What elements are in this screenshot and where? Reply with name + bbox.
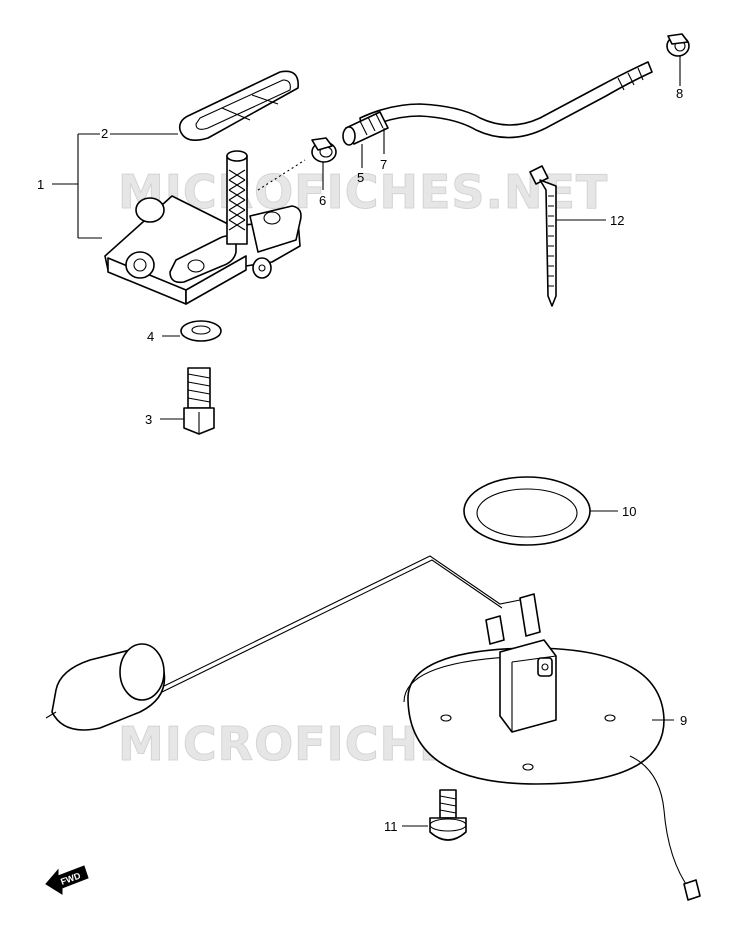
callout-11: 11	[384, 819, 398, 834]
callout-7: 7	[380, 157, 387, 172]
callout-8: 8	[676, 86, 683, 101]
callout-5: 5	[357, 170, 364, 185]
callout-6: 6	[319, 193, 326, 208]
part-4-washer	[180, 320, 222, 342]
callout-10: 10	[622, 504, 636, 519]
callout-3: 3	[145, 412, 152, 427]
part-9-fuel-gauge	[45, 555, 701, 901]
callout-4: 4	[147, 329, 154, 344]
fwd-arrow: FWD	[45, 865, 89, 895]
part-3-bolt	[183, 367, 215, 435]
part-12-cable-tie	[529, 165, 557, 307]
callouts: 1 2 3 4 5 6 7 8 9 10 11 12	[37, 86, 687, 834]
part-11-screw	[429, 789, 467, 841]
leader-lines	[52, 56, 681, 827]
part-2-gasket	[178, 70, 299, 141]
part-7-fuel-hose	[342, 61, 653, 146]
callout-9: 9	[680, 713, 687, 728]
callout-12: 12	[610, 213, 624, 228]
callout-2: 2	[101, 126, 108, 141]
callout-1: 1	[37, 177, 44, 192]
part-6-clamp	[311, 137, 337, 163]
part-8-clamp	[666, 33, 690, 57]
part-1-fuel-cock	[104, 150, 306, 305]
part-10-o-ring	[463, 476, 591, 546]
